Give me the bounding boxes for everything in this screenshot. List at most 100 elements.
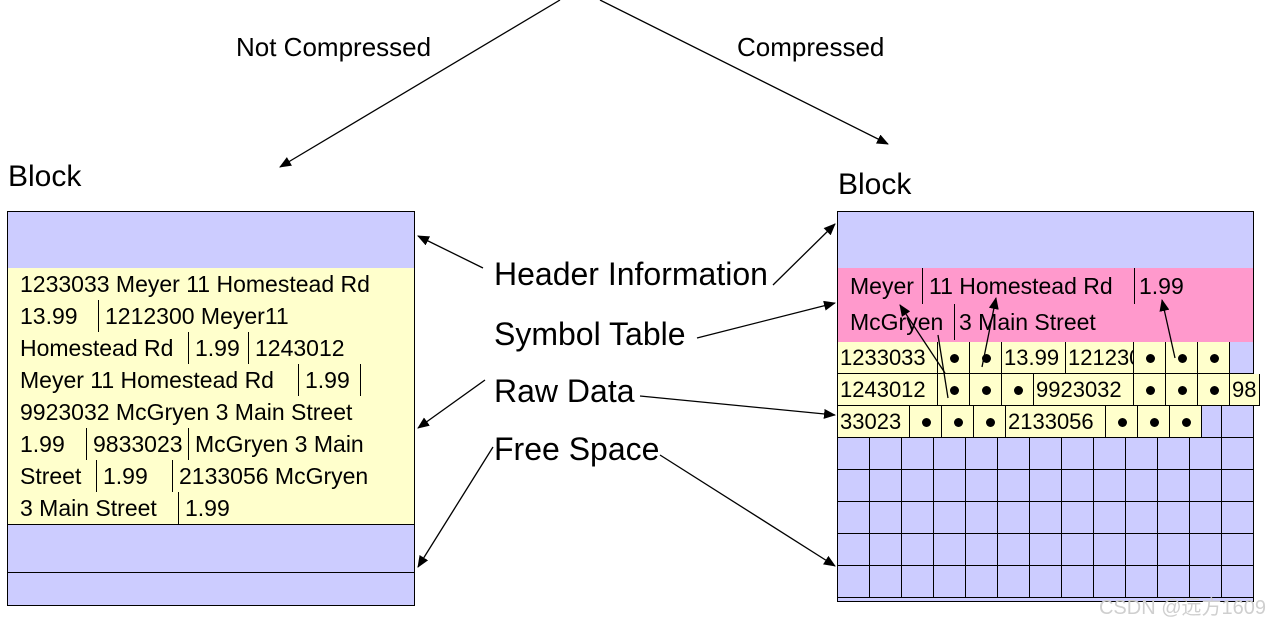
free-space-cell: [934, 566, 966, 598]
free-space-cell: [1126, 566, 1158, 598]
raw-data-cell: 1.99: [298, 364, 350, 396]
pointer-dot-cell: [942, 406, 974, 438]
free-space-cell: [1094, 534, 1126, 566]
free-space-cell: [838, 470, 870, 502]
raw-data-cell: 9833023: [86, 428, 183, 460]
left-free-space: [8, 534, 414, 573]
symbol-table-area: Meyer 11 Homestead Rd 1.99 McGryen 3 Mai…: [838, 268, 1253, 342]
free-space-cell: [902, 438, 934, 470]
free-space-cell: [1190, 438, 1222, 470]
raw-data-row: 9923032 McGryen 3 Main Street: [8, 396, 414, 429]
free-space-cell: [966, 438, 998, 470]
free-space-cell: [902, 470, 934, 502]
raw-data-cell: 9923032: [1034, 374, 1134, 406]
pointer-dot-cell: [910, 406, 942, 438]
free-space-cell: [838, 534, 870, 566]
raw-data-cell: 98: [1230, 374, 1260, 406]
free-space-cell: [1126, 438, 1158, 470]
raw-data-cell: 1.99: [188, 332, 240, 364]
raw-data-cell: 1212300: [1066, 342, 1134, 374]
raw-data-row: Meyer 11 Homestead Rd 1.99: [8, 364, 414, 397]
free-space-cell: [1190, 502, 1222, 534]
arrow-to-left-block: [279, 0, 561, 168]
pointer-dot: [985, 418, 995, 427]
free-space-cell: [998, 566, 1030, 598]
pointer-dot: [1013, 386, 1023, 395]
free-space-cell: [1030, 438, 1062, 470]
symbol-entry: 11 Homestead Rd: [922, 268, 1134, 304]
free-space-cell: [902, 502, 934, 534]
pointer-dot-cell: [1106, 406, 1138, 438]
pointer-dot-cell: [1170, 406, 1202, 438]
raw-data-label: Raw Data: [494, 373, 635, 409]
pointer-dot: [1177, 386, 1187, 395]
pointer-dot-cell: [1166, 342, 1198, 374]
free-space-cell: [1190, 470, 1222, 502]
free-space-cell: [934, 502, 966, 534]
arrow-free-right: [659, 454, 836, 567]
raw-data-cell: 13.99: [20, 303, 78, 329]
not-compressed-label: Not Compressed: [236, 32, 432, 62]
free-space-cell: [1062, 534, 1094, 566]
free-space-cell: [1030, 534, 1062, 566]
free-space-cell: [902, 566, 934, 598]
raw-data-cell: Meyer 11 Homestead Rd: [20, 367, 274, 393]
free-space-cell: [1094, 470, 1126, 502]
pointer-dot-cell: [1198, 374, 1230, 406]
pointer-dot-cell: [1138, 406, 1170, 438]
pointer-dot-cell: [1134, 374, 1166, 406]
free-space-cell: [934, 438, 966, 470]
raw-data-cell: Street: [20, 463, 82, 489]
symbol-entry: McGryen: [850, 309, 944, 335]
raw-data-row: Street 1.99 2133056 McGryen: [8, 460, 414, 493]
free-space-cell: [1158, 534, 1190, 566]
raw-data-cell: 1233033: [838, 342, 938, 374]
pointer-dot-cell: [974, 406, 1006, 438]
raw-data-cell: 1.99: [96, 460, 148, 492]
arrow-raw-left: [417, 379, 486, 429]
symbol-table-label: Symbol Table: [494, 316, 686, 352]
free-space-cell: [902, 534, 934, 566]
pointer-dot: [1117, 418, 1127, 427]
free-space-cell: [998, 470, 1030, 502]
pointer-dot: [981, 386, 991, 395]
pointer-dot: [1145, 386, 1155, 395]
pointer-dot: [953, 418, 963, 427]
raw-data-cell: 9923032 McGryen 3 Main Street: [20, 399, 353, 425]
arrow-free-left: [417, 446, 494, 568]
free-space-cell: [870, 438, 902, 470]
arrow-header-right: [772, 223, 836, 286]
ref-arrow: [1159, 299, 1176, 359]
ref-arrow: [937, 334, 949, 399]
free-space-cell: [1062, 438, 1094, 470]
free-space-cell: [1062, 470, 1094, 502]
free-space-cell: [870, 502, 902, 534]
free-space-cell: [966, 566, 998, 598]
free-space-cell: [1190, 534, 1222, 566]
pointer-dot-cell: [1134, 342, 1166, 374]
raw-data-cell: 3 Main Street: [20, 495, 157, 521]
compressed-label: Compressed: [737, 32, 885, 62]
raw-data-row: 1233033 Meyer 11 Homestead Rd: [8, 268, 414, 301]
free-space-cell: [1094, 566, 1126, 598]
free-space-cell: [966, 470, 998, 502]
free-space-cell: [1222, 502, 1254, 534]
free-space-cell: [966, 502, 998, 534]
symbol-entry: 1.99: [1134, 268, 1214, 304]
free-space-cell: [1030, 470, 1062, 502]
pointer-dot: [1145, 354, 1155, 363]
pointer-dot-cell: [1198, 342, 1230, 374]
free-space-cell: [1094, 438, 1126, 470]
raw-data-cell: 2133056 McGryen: [172, 460, 368, 492]
raw-data-cell: 1243012: [248, 332, 345, 364]
free-space-cell: [1094, 502, 1126, 534]
free-space-cell: [1222, 406, 1254, 438]
raw-data-cell: 33023: [838, 406, 910, 438]
free-space-cell: [998, 438, 1030, 470]
raw-data-cell: 1243012: [838, 374, 938, 406]
arrow-header-left: [417, 235, 484, 269]
free-space-cell: [870, 566, 902, 598]
